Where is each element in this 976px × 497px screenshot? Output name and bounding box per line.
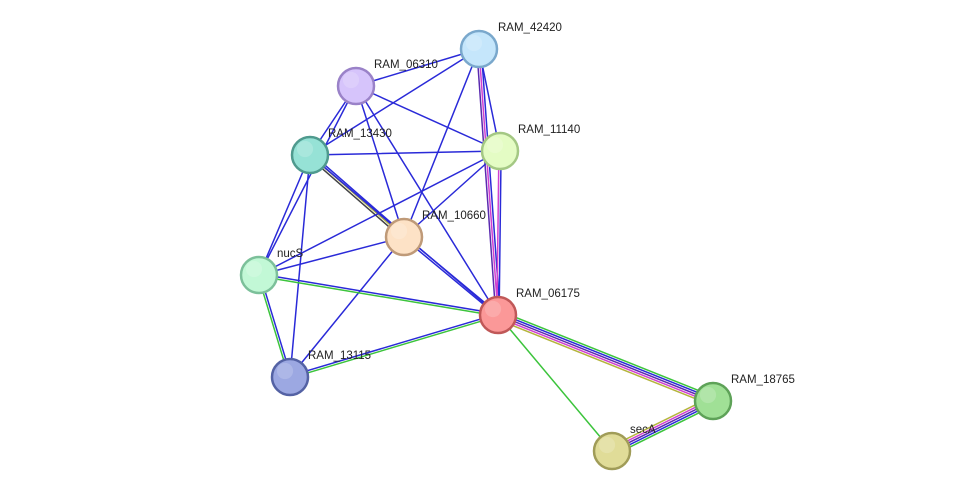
edge-line-blue — [310, 152, 407, 237]
edge-RAM_06310-RAM_10660 — [355, 85, 405, 238]
edge-line-blue — [403, 235, 500, 315]
edge-RAM_11140-RAM_06175 — [496, 150, 502, 316]
node-label: RAM_11140 — [518, 124, 580, 136]
node-circle[interactable] — [592, 431, 632, 471]
node-circle[interactable] — [478, 295, 518, 335]
edge-line-olive — [609, 396, 712, 448]
node-highlight — [465, 34, 483, 52]
edge-line-magenta — [496, 150, 500, 316]
edge-line-blue — [355, 85, 499, 316]
edge-line-blue — [258, 150, 501, 276]
edge-line-blue — [403, 48, 480, 238]
edge-line-blue — [403, 150, 501, 238]
node-highlight — [390, 222, 408, 240]
node-circle[interactable] — [384, 217, 424, 257]
node-highlight — [598, 436, 616, 454]
edge-RAM_13430-RAM_11140 — [309, 150, 501, 156]
node-label: RAM_10660 — [422, 210, 486, 222]
edge-line-olive — [495, 318, 713, 406]
node-highlight — [699, 386, 717, 404]
node-label: RAM_13430 — [328, 128, 392, 140]
edge-line-green — [289, 315, 500, 379]
edge-RAM_10660-nucS — [258, 236, 405, 276]
edge-line-blue — [309, 48, 480, 156]
edge-line-blue — [355, 48, 480, 87]
edge-RAM_06310-RAM_06175 — [355, 85, 499, 316]
node-RAM_11140[interactable]: RAM_11140 — [480, 124, 580, 171]
node-RAM_06175[interactable]: RAM_06175 — [478, 288, 580, 335]
node-highlight — [342, 71, 360, 89]
edge-nucS-RAM_06175 — [258, 273, 499, 317]
node-circle[interactable] — [336, 66, 376, 106]
edge-RAM_13115-RAM_06175 — [288, 313, 500, 379]
edge-RAM_13430-RAM_13115 — [289, 154, 311, 378]
edge-RAM_10660-RAM_13115 — [289, 236, 405, 378]
edge-RAM_42420-RAM_06310 — [355, 48, 480, 87]
node-RAM_13115[interactable]: RAM_13115 — [270, 350, 371, 397]
node-circle[interactable] — [270, 357, 310, 397]
node-RAM_42420[interactable]: RAM_42420 — [459, 22, 562, 69]
node-circle[interactable] — [239, 255, 279, 295]
node-circle[interactable] — [459, 29, 499, 69]
node-highlight — [245, 260, 263, 278]
edge-RAM_11140-nucS — [258, 150, 501, 276]
edge-line-blue — [258, 273, 499, 315]
edge-line-blue — [498, 312, 715, 400]
node-label: RAM_06175 — [516, 288, 580, 300]
edge-line-magenta — [496, 316, 713, 404]
node-label: secA — [630, 424, 656, 436]
edge-line-green — [613, 404, 716, 456]
node-RAM_10660[interactable]: RAM_10660 — [384, 210, 486, 257]
node-RAM_06310[interactable]: RAM_06310 — [336, 59, 438, 106]
edge-line-blue — [258, 154, 311, 276]
node-label: RAM_13115 — [308, 350, 371, 362]
edge-line-blue — [309, 150, 501, 156]
edge-RAM_42420-RAM_10660 — [403, 48, 480, 238]
edge-RAM_06175-RAM_18765 — [495, 310, 716, 406]
node-highlight — [296, 140, 314, 158]
edge-line-blue — [258, 236, 405, 276]
node-label: RAM_18765 — [731, 374, 795, 386]
edge-line-blue — [498, 150, 502, 316]
edge-line-black — [307, 155, 404, 240]
node-label: RAM_06310 — [374, 59, 438, 71]
node-secA[interactable]: secA — [592, 424, 656, 471]
node-RAM_13430[interactable]: RAM_13430 — [290, 128, 392, 175]
node-label: nucS — [277, 248, 304, 260]
edge-line-blue — [289, 236, 405, 378]
node-RAM_18765[interactable]: RAM_18765 — [693, 374, 795, 421]
edge-line-green — [497, 314, 613, 452]
edge-RAM_10660-RAM_06175 — [402, 235, 500, 317]
node-nucS[interactable]: nucS — [239, 248, 304, 295]
node-highlight — [486, 136, 504, 154]
node-highlight — [484, 300, 502, 318]
edge-line-purple — [497, 314, 714, 402]
edges-layer — [257, 48, 716, 456]
edge-line-green — [498, 310, 716, 398]
node-label: RAM_42420 — [498, 22, 562, 34]
edge-RAM_13430-nucS — [258, 154, 311, 276]
node-circle[interactable] — [480, 131, 520, 171]
edge-line-blue — [355, 85, 501, 152]
node-highlight — [276, 362, 294, 380]
edge-line-blue — [355, 85, 405, 238]
edge-line-blue — [289, 154, 311, 378]
edge-RAM_42420-RAM_13430 — [309, 48, 480, 156]
edge-line-green — [258, 275, 499, 317]
node-circle[interactable] — [290, 135, 330, 175]
edge-RAM_06175-secA — [497, 314, 613, 452]
edge-line-magenta — [478, 48, 499, 316]
edge-line-blue — [288, 313, 499, 377]
node-circle[interactable] — [693, 381, 733, 421]
edge-RAM_06310-RAM_11140 — [355, 85, 501, 152]
edge-RAM_11140-RAM_10660 — [403, 150, 501, 238]
edge-line-purple — [476, 48, 497, 316]
edge-line-blue — [402, 237, 499, 317]
